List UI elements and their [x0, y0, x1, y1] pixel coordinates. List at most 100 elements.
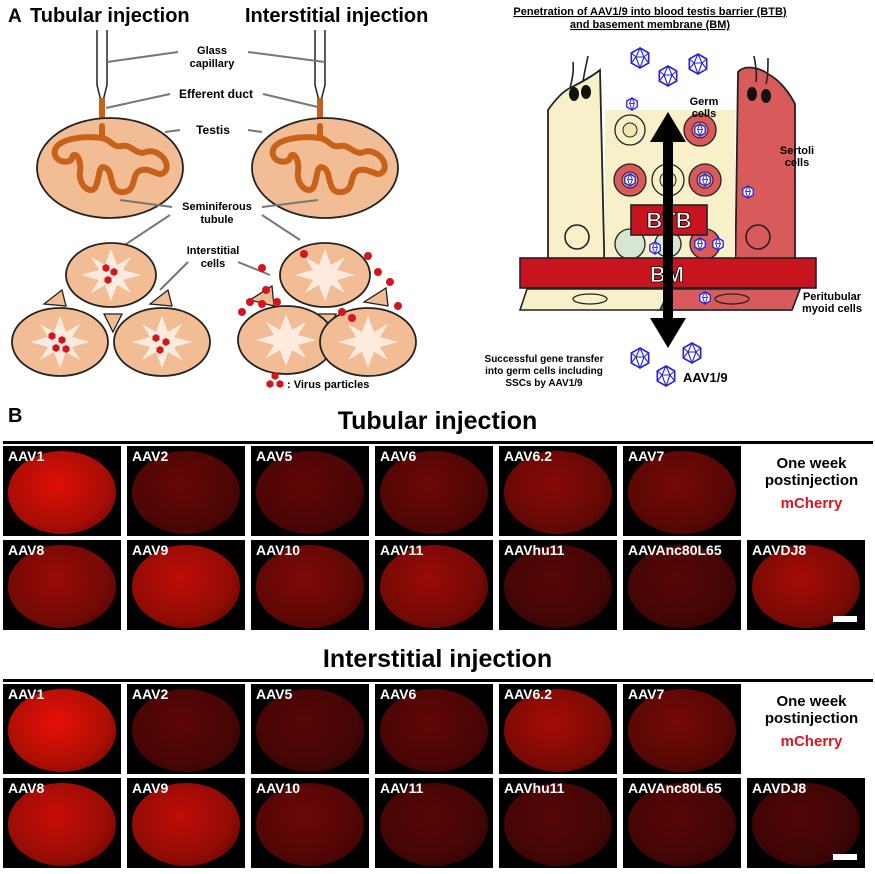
sertoli-label-1: Sertoli — [780, 145, 814, 157]
tubular-title: Tubular injection — [30, 5, 190, 27]
serotype-label: AAV1 — [8, 686, 45, 702]
fluorescence-image: AAV2 — [127, 684, 245, 774]
label-seminiferous: Seminiferous — [182, 201, 252, 213]
label-efferent-duct: Efferent duct — [179, 87, 253, 101]
testis-fluorescence — [379, 451, 489, 535]
fluorescence-image: AAV6.2 — [499, 684, 617, 774]
serotype-label: AAV9 — [132, 780, 169, 796]
peritubular-label-1: Peritubular — [803, 291, 862, 303]
fluorescence-image: AAVhu11 — [499, 778, 617, 868]
group-title-interstitial: Interstitial injection — [322, 645, 553, 673]
serotype-label: AAVhu11 — [504, 780, 565, 796]
fluorescence-image: AAVhu11 — [499, 540, 617, 630]
fluorescence-image: AAV7 — [623, 446, 741, 536]
serotype-label: AAV8 — [8, 542, 45, 558]
testis-fluorescence — [255, 783, 365, 867]
group-divider-tubular — [3, 441, 873, 444]
fluorescence-image: AAV7 — [623, 684, 741, 774]
glass-capillary-left — [96, 30, 108, 126]
label-testis: Testis — [196, 123, 230, 137]
scale-bar — [833, 854, 857, 860]
germ-cells-label-2: cells — [692, 108, 716, 120]
fluorescence-image: AAV10 — [251, 778, 369, 868]
panel-a-letter: A — [8, 6, 22, 27]
serotype-label: AAVAnc80L65 — [628, 780, 722, 796]
serotype-label: AAVDJ8 — [752, 542, 807, 558]
label-glass: Glass — [197, 45, 227, 57]
serotype-label: AAV10 — [256, 542, 301, 558]
testis-fluorescence — [7, 783, 117, 867]
serotype-label: AAV11 — [380, 542, 424, 558]
testis-fluorescence — [7, 451, 117, 535]
serotype-label: AAV7 — [628, 686, 665, 702]
sertoli-label-2: cells — [785, 157, 809, 169]
testis-right — [251, 117, 399, 219]
side-mcherry: mCherry — [780, 495, 843, 512]
serotype-label: AAV8 — [8, 780, 45, 796]
fluorescence-image: AAV1 — [3, 684, 121, 774]
serotype-label: AAV2 — [132, 686, 169, 702]
label-interstitial: Interstitial — [187, 245, 240, 257]
fluorescence-image: AAVDJ8 — [747, 540, 865, 630]
tubule-cluster-left — [11, 242, 211, 377]
serotype-label: AAV6 — [380, 686, 417, 702]
penetration-arrow — [650, 112, 686, 348]
serotype-label: AAVAnc80L65 — [628, 542, 722, 558]
testis-fluorescence — [7, 689, 117, 773]
testis-fluorescence — [131, 689, 241, 773]
interstitial-row-1: AAV1 AAV2 AAV5 AAV6 AAV6.2 AAV7 — [3, 684, 873, 776]
aav19-label: AAV1/9 — [683, 370, 728, 385]
testis-fluorescence — [255, 689, 365, 773]
testis-fluorescence — [379, 689, 489, 773]
serotype-label: AAV6.2 — [504, 686, 552, 702]
label-tubule: tubule — [201, 214, 234, 226]
serotype-label: AAV6 — [380, 448, 417, 464]
btb-title-line1: Penetration of AAV1/9 into blood testis … — [513, 6, 787, 18]
serotype-label: AAV7 — [628, 448, 665, 464]
sertoli-cell-left — [547, 55, 606, 293]
peritubular-layer — [518, 288, 802, 311]
fluorescence-image: AAVDJ8 — [747, 778, 865, 868]
testis-fluorescence — [751, 545, 861, 629]
serotype-label: AAV11 — [380, 780, 424, 796]
success-line-2: into germ cells including — [485, 366, 603, 377]
fluorescence-image: AAV6.2 — [499, 446, 617, 536]
side-one-week: One week — [776, 455, 847, 472]
label-cells: cells — [201, 258, 225, 270]
side-info-interstitial: One week postinjection mCherry — [750, 693, 873, 750]
serotype-label: AAV5 — [256, 448, 293, 464]
fluorescence-image: AAV5 — [251, 446, 369, 536]
serotype-label: AAVDJ8 — [752, 780, 807, 796]
fluorescence-image: AAV9 — [127, 778, 245, 868]
side-mcherry-2: mCherry — [780, 733, 843, 750]
serotype-label: AAVhu11 — [504, 542, 565, 558]
side-one-week-2: One week — [776, 693, 847, 710]
testis-fluorescence — [255, 451, 365, 535]
fluorescence-image: AAVAnc80L65 — [623, 778, 741, 868]
serotype-label: AAV2 — [132, 448, 169, 464]
side-postinjection: postinjection — [764, 472, 859, 489]
fluorescence-image: AAV8 — [3, 778, 121, 868]
testis-left — [36, 117, 184, 219]
scale-bar — [833, 616, 857, 622]
fluorescence-image: AAV6 — [375, 684, 493, 774]
testis-fluorescence — [503, 689, 613, 773]
testis-fluorescence — [627, 783, 737, 867]
fluorescence-image: AAV5 — [251, 684, 369, 774]
tubule-cluster-right — [237, 242, 417, 377]
panel-a: A Tubular injection Interstitial injecti… — [8, 5, 862, 391]
interstitial-row-2: AAV8 AAV9 AAV10 AAV11 AAVhu11 AAVAnc80L65 AAVD… — [3, 778, 873, 870]
testis-fluorescence — [627, 451, 737, 535]
testis-fluorescence — [627, 689, 737, 773]
testis-fluorescence — [131, 451, 241, 535]
fluorescence-image: AAV11 — [375, 778, 493, 868]
group-title-tubular: Tubular injection — [337, 407, 538, 435]
serotype-label: AAV6.2 — [504, 448, 552, 464]
testis-fluorescence — [503, 783, 613, 867]
testis-fluorescence — [379, 783, 489, 867]
serotype-label: AAV5 — [256, 686, 293, 702]
germ-cells-label-1: Germ — [690, 96, 719, 108]
testis-fluorescence — [503, 545, 613, 629]
